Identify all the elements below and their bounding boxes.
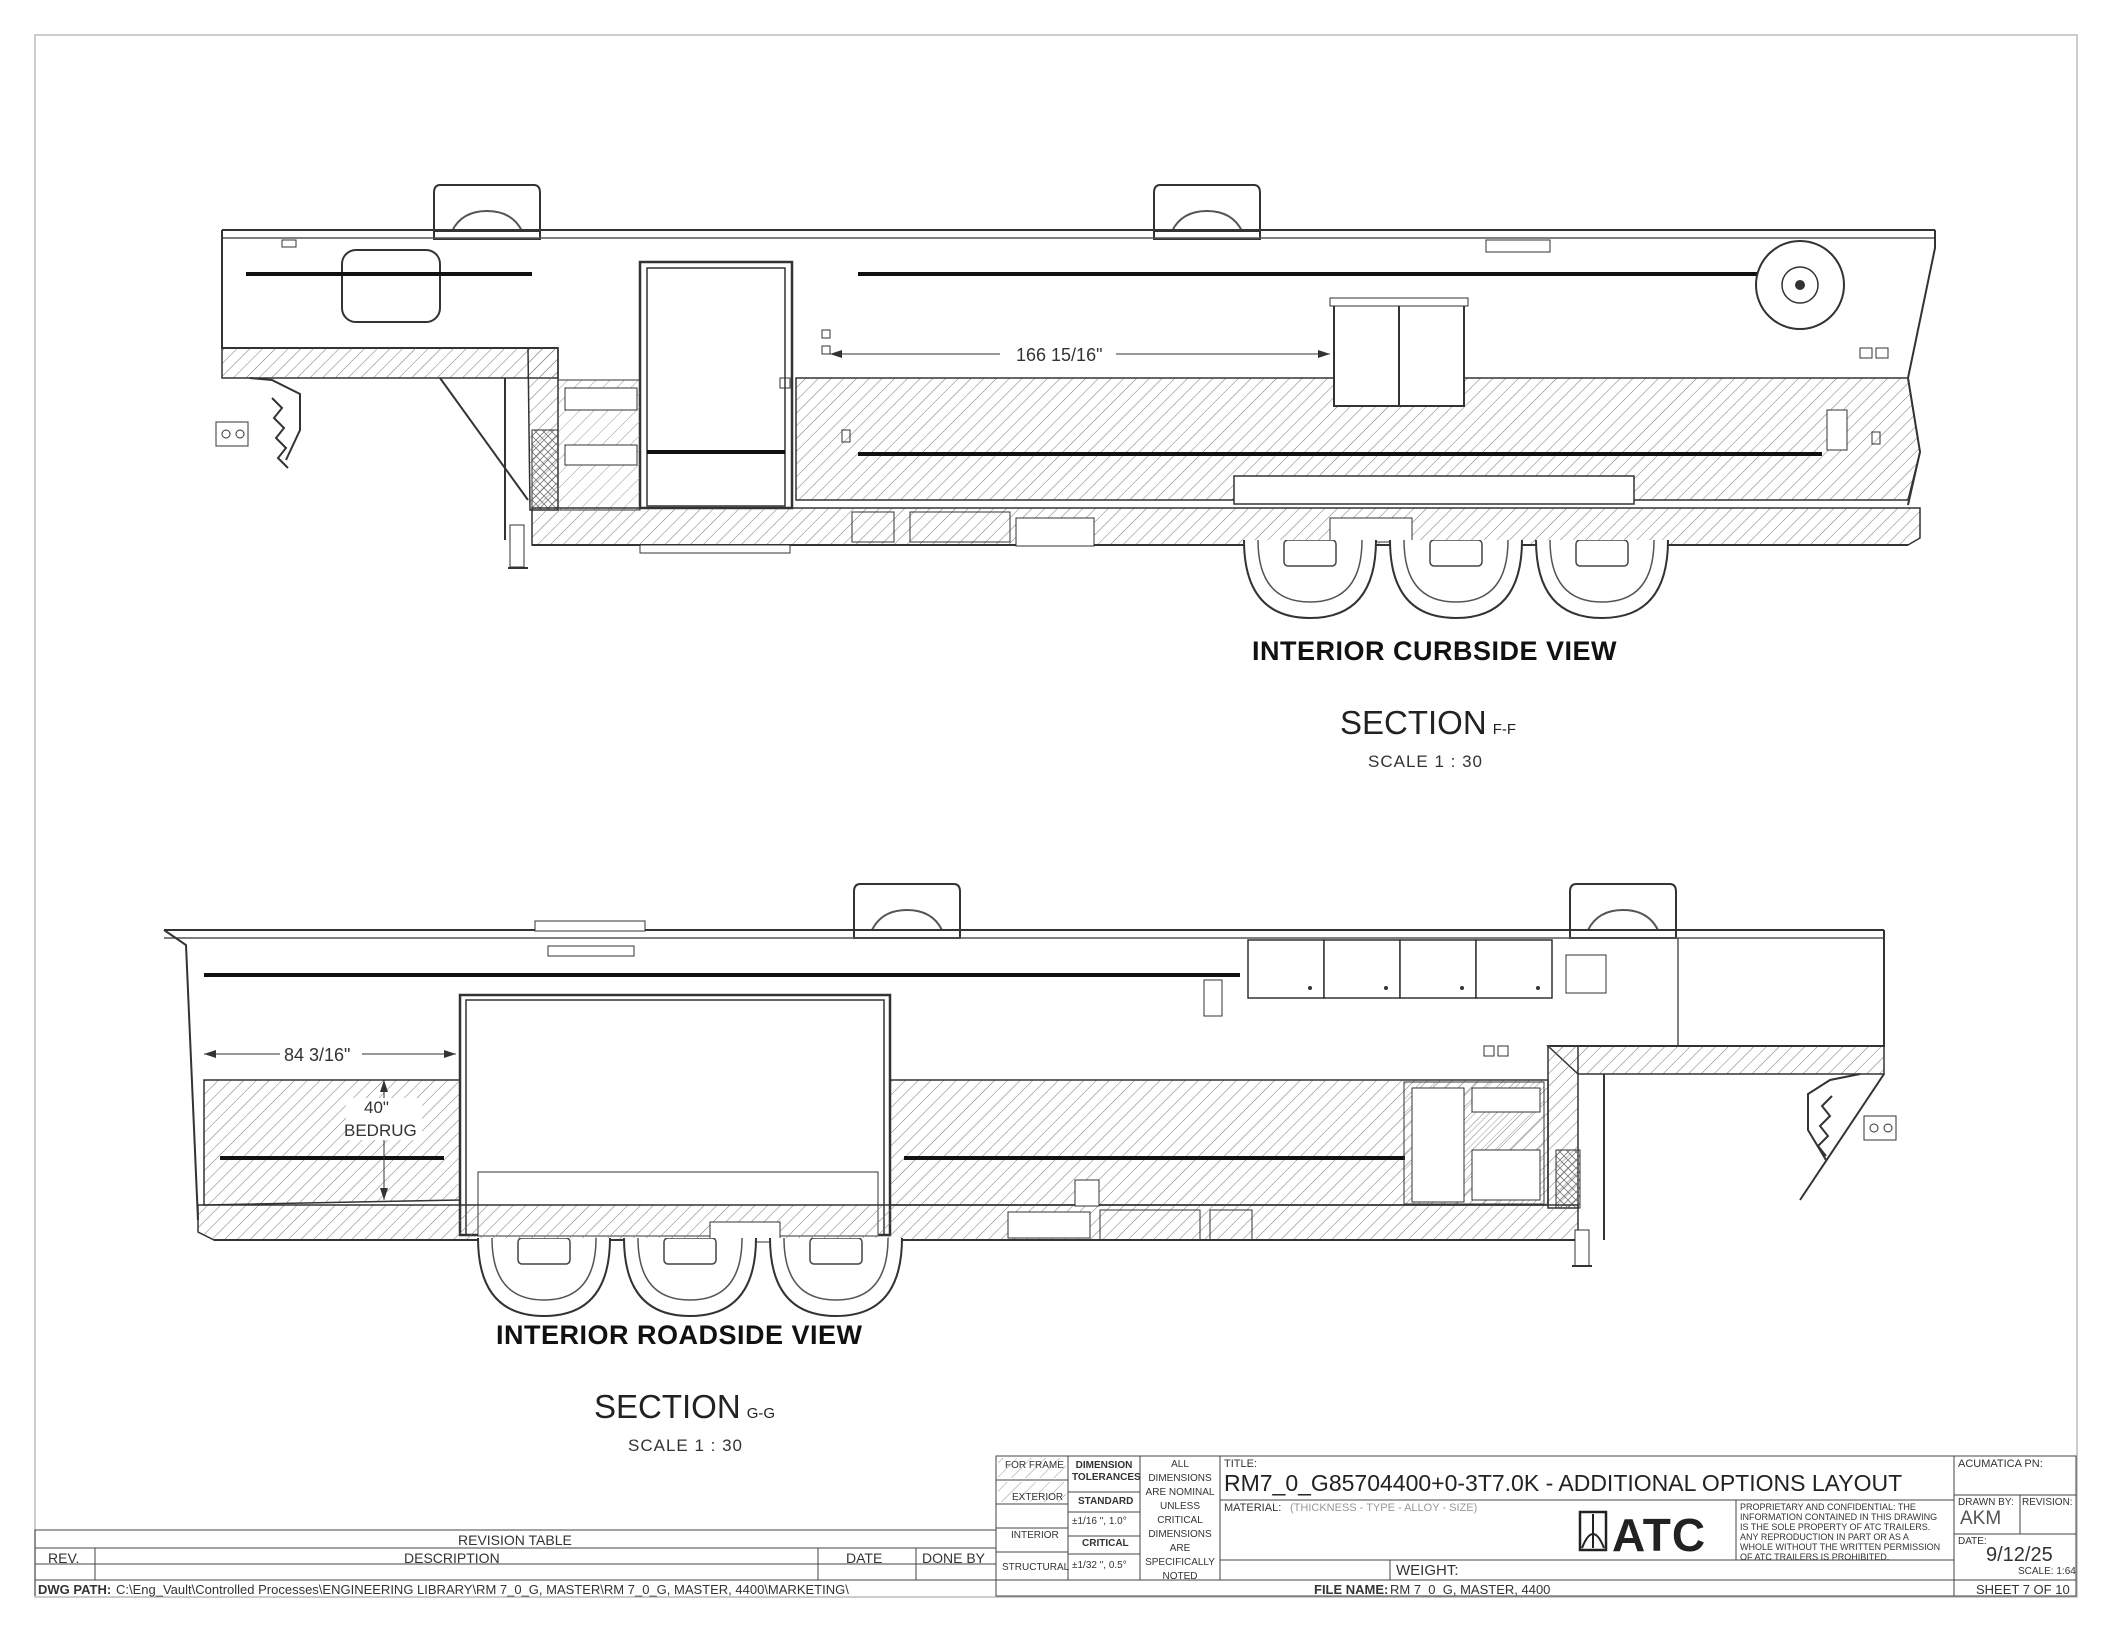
tb-nominal-8: NOTED [1162,1571,1198,1582]
tb-exterior: EXTERIOR [1012,1492,1064,1503]
tb-title-value: RM7_0_G85704400+0-3T7.0K - ADDITIONAL OP… [1224,1470,1903,1496]
tb-for-frame: FOR FRAME [1005,1460,1064,1471]
tb-interior: INTERIOR [1011,1530,1059,1541]
roadside-section-word: SECTION [594,1388,741,1425]
roadside-wheel-3 [769,1238,903,1317]
tb-proprietary: PROPRIETARY AND CONFIDENTIAL: THE INFORM… [1740,1502,1940,1562]
tb-standard: STANDARD [1078,1496,1134,1507]
curbside-window [341,249,441,323]
tb-standard-value: ±1/16 ", 1.0° [1072,1516,1127,1527]
bedrug-label: BEDRUG [344,1121,417,1140]
tb-material-label: MATERIAL: [1224,1502,1282,1514]
tb-nominal-6: ARE [1169,1543,1191,1554]
tb-structural: STRUCTURAL [1002,1562,1070,1573]
revision-col-rev: REV. [48,1550,80,1566]
tb-scale: SCALE: 1:64 [2018,1566,2076,1577]
upper-cabinets [1247,939,1553,999]
tb-proprietary-6: OF ATC TRAILERS IS PROHIBITED. [1740,1552,1890,1562]
revision-col-description: DESCRIPTION [404,1550,500,1566]
roadside-dimension: 84 3/16" [284,1045,350,1065]
curbside-wheel-2 [1389,540,1523,619]
curbside-section-id: F-F [1492,721,1517,738]
dwg-path-value: C:\Eng_Vault\Controlled Processes\ENGINE… [116,1582,849,1597]
tb-date-label: DATE: [1958,1536,1987,1547]
tb-date-value: 9/12/25 [1986,1544,2053,1566]
bedrug-height: 40" [364,1098,389,1117]
roadside-section-label: SECTION G-G [594,1388,775,1426]
tb-acumatica-label: ACUMATICA PN: [1958,1458,2043,1470]
tb-nominal-7: SPECIFICALLY [1145,1557,1215,1568]
revision-col-date: DATE [846,1550,883,1566]
sheet-border [34,34,2078,1598]
tb-critical: CRITICAL [1082,1538,1129,1549]
tb-drawn-by-label: DRAWN BY: [1958,1497,2014,1508]
revision-col-done-by: DONE BY [922,1550,986,1566]
tb-nominal-1: ALL [1171,1459,1189,1470]
atc-logo [1578,1510,1608,1552]
revision-table-title: REVISION TABLE [458,1532,572,1548]
tb-proprietary-3: IS THE SOLE PROPERTY OF ATC TRAILERS. [1740,1522,1931,1532]
tb-critical-value: ±1/32 ", 0.5° [1072,1560,1127,1571]
roadside-wheel-1 [477,1238,611,1317]
tb-dim-tolerances: DIMENSION TOLERANCES [1072,1460,1141,1483]
roadside-wheel-2 [623,1238,757,1317]
tb-drawn-by-value: AKM [1960,1508,2002,1529]
dwg-path-label: DWG PATH: [38,1582,112,1597]
tb-nominal-4: UNLESS CRITICAL [1157,1501,1203,1526]
tb-proprietary-4: ANY REPRODUCTION IN PART OR AS A [1740,1532,1909,1542]
tb-file-name-value: RM 7_0_G, MASTER, 4400 [1390,1582,1551,1597]
tb-proprietary-1: PROPRIETARY AND CONFIDENTIAL: THE [1740,1502,1916,1512]
tb-weight-label: WEIGHT: [1396,1562,1459,1579]
curbside-view-title: INTERIOR CURBSIDE VIEW [1252,636,1618,666]
curbside-scale: SCALE 1 : 30 [1368,752,1484,771]
curbside-wheel-1 [1243,540,1377,619]
tb-file-name-label: FILE NAME: [1314,1582,1389,1597]
roadside-view-title: INTERIOR ROADSIDE VIEW [496,1320,863,1350]
title-block-lines [34,1455,2077,1597]
roadside-scale: SCALE 1 : 30 [628,1436,744,1455]
curbside-section-label: SECTION F-F [1340,704,1516,742]
tb-nominal-2: DIMENSIONS [1148,1473,1212,1484]
roadside-trailer-drawing: 84 3/16" 40" BEDRUG [163,883,1897,1317]
tb-logo-text: ATC [1612,1509,1707,1561]
curbside-entry-door [638,260,794,510]
curbside-wheel-3 [1535,540,1669,619]
tb-nominal-5: DIMENSIONS [1148,1529,1212,1540]
tb-proprietary-2: INFORMATION CONTAINED IN THIS DRAWING [1740,1512,1938,1522]
tb-nominal-note: ALL DIMENSIONS ARE NOMINAL UNLESS CRITIC… [1142,1458,1218,1584]
tb-sheet: SHEET 7 OF 10 [1976,1582,2070,1597]
tb-revision-label: REVISION: [2022,1497,2073,1508]
tb-material-value: (THICKNESS - TYPE - ALLOY - SIZE) [1290,1502,1478,1514]
curbside-section-word: SECTION [1340,704,1487,741]
curbside-trailer-drawing: 166 15/16" [215,184,1936,619]
curbside-dimension: 166 15/16" [1016,345,1102,365]
tb-nominal-3: ARE NOMINAL [1145,1487,1215,1498]
tb-proprietary-5: WHOLE WITHOUT THE WRITTEN PERMISSION [1740,1542,1941,1552]
roadside-section-id: G-G [746,1405,776,1422]
tb-title-label: TITLE: [1224,1458,1258,1470]
